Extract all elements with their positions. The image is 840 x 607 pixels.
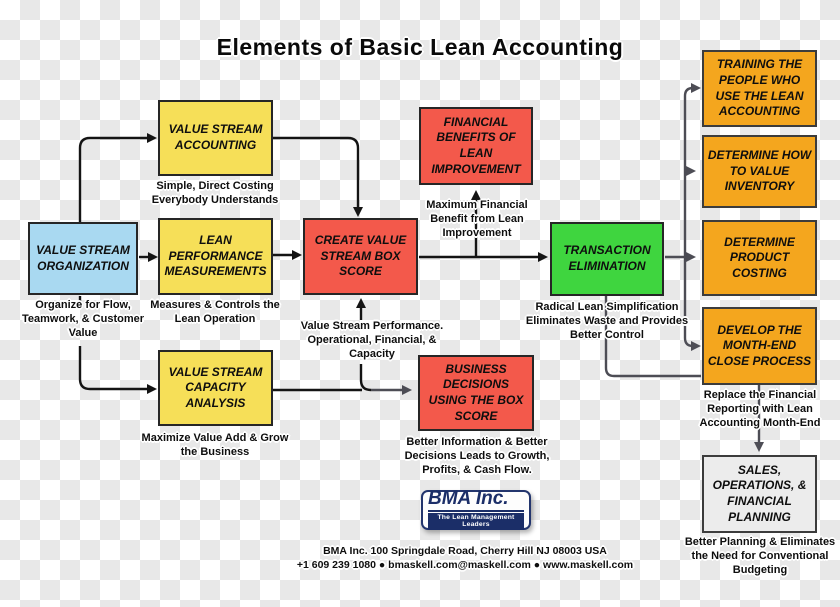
logo-wordmark: BMA Inc. <box>428 489 524 512</box>
page-title: Elements of Basic Lean Accounting <box>216 34 624 60</box>
caption-value-stream-organization: Organize for Flow, Teamwork, & Customer … <box>21 299 145 339</box>
footer: BMA Inc. 100 Springdale Road, Cherry Hil… <box>250 544 680 572</box>
caption-lean-performance-measurements: Measures & Controls the Lean Operation <box>150 299 280 325</box>
footer-address: BMA Inc. 100 Springdale Road, Cherry Hil… <box>323 545 607 557</box>
node-value-stream-capacity-analysis: VALUE STREAM CAPACITY ANALYSIS <box>158 350 273 426</box>
caption-value-stream-capacity-analysis: Maximize Value Add & Grow the Business <box>141 432 289 458</box>
node-value-stream-accounting: VALUE STREAM ACCOUNTING <box>158 100 273 176</box>
caption-value-stream-accounting: Simple, Direct Costing Everybody Underst… <box>151 180 279 206</box>
logo-tagline: The Lean Management Leaders <box>428 513 524 530</box>
caption-month-end-close: Replace the Financial Reporting with Lea… <box>699 389 821 429</box>
node-business-decisions-using-box-score: BUSINESS DECISIONS USING THE BOX SCORE <box>418 355 534 431</box>
node-sales-operations-financial-planning: SALES, OPERATIONS, & FINANCIAL PLANNING <box>702 455 817 533</box>
node-value-stream-organization: VALUE STREAM ORGANIZATION <box>28 222 138 295</box>
node-training-the-people: TRAINING THE PEOPLE WHO USE THE LEAN ACC… <box>702 50 817 127</box>
node-lean-performance-measurements: LEAN PERFORMANCE MEASUREMENTS <box>158 218 273 295</box>
node-transaction-elimination: TRANSACTION ELIMINATION <box>550 222 664 296</box>
node-develop-month-end-close-process: DEVELOP THE MONTH-END CLOSE PROCESS <box>702 307 817 385</box>
node-financial-benefits-of-lean-improvement: FINANCIAL BENEFITS OF LEAN IMPROVEMENT <box>419 107 533 185</box>
caption-business-decisions: Better Information & Better Decisions Le… <box>404 436 550 476</box>
caption-financial-benefits: Maximum Financial Benefit from Lean Impr… <box>426 199 528 239</box>
bma-logo: BMA Inc. The Lean Management Leaders <box>421 489 531 530</box>
caption-transaction-elimination: Radical Lean Simplification Eliminates W… <box>525 301 689 341</box>
node-create-value-stream-box-score: CREATE VALUE STREAM BOX SCORE <box>303 218 418 295</box>
footer-contacts: +1 609 239 1080 ● bmaskell.com@maskell.c… <box>296 559 634 572</box>
node-determine-product-costing: DETERMINE PRODUCT COSTING <box>702 220 817 296</box>
node-determine-how-to-value-inventory: DETERMINE HOW TO VALUE INVENTORY <box>702 135 817 208</box>
caption-sales-operations-planning: Better Planning & Eliminates the Need fo… <box>684 536 836 576</box>
caption-create-value-stream-box-score: Value Stream Performance. Operational, F… <box>300 320 444 360</box>
